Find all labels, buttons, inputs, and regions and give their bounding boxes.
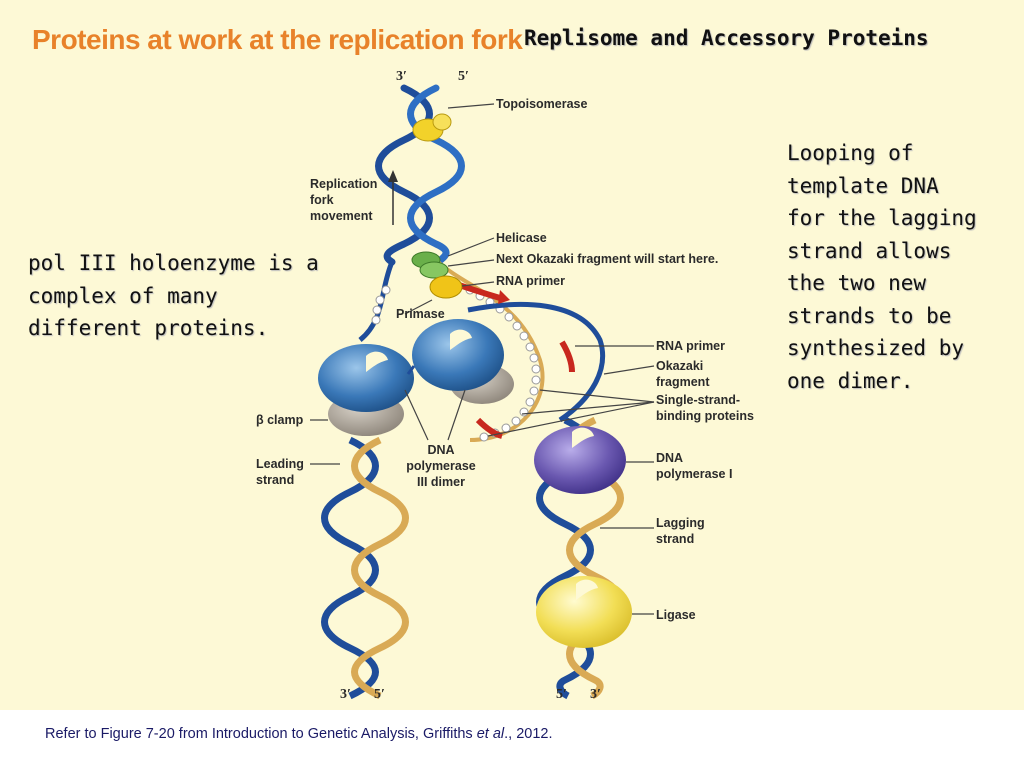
label-pol-i-1: DNA (656, 451, 683, 465)
primase (429, 275, 463, 299)
label-next-okazaki: Next Okazaki fragment will start here. (496, 252, 718, 266)
lagging-template-loop (436, 260, 545, 442)
note-line: different proteins. (28, 316, 269, 340)
note-line: synthesized by (787, 336, 965, 360)
label-lagging-2: strand (656, 532, 694, 546)
label-pol-i-2: polymerase I (656, 467, 732, 481)
footer-band (0, 710, 1024, 768)
leading-strand-duplex (321, 436, 409, 700)
helicase (411, 251, 449, 279)
label-pol-iii-1: DNA (427, 443, 454, 457)
label-ssb-1: Single-strand- (656, 393, 740, 407)
pol-iii-note: pol III holoenzyme is a complex of many … (28, 247, 348, 345)
label-pol-iii-2: polymerase (406, 459, 476, 473)
label-topoisomerase: Topoisomerase (496, 97, 588, 111)
end-bottom-left-b: 5′ (374, 687, 385, 702)
label-fork-movement-3: movement (310, 209, 373, 223)
label-primase: Primase (396, 307, 445, 321)
label-rna-primer-top: RNA primer (496, 274, 565, 288)
label-fork-movement-2: fork (310, 193, 334, 207)
end-bottom-right-a: 5′ (556, 687, 567, 702)
label-okazaki-1: Okazaki (656, 359, 703, 373)
dna-polymerase-i (534, 426, 626, 494)
note-line: complex of many (28, 283, 218, 308)
fork-movement-arrow (388, 170, 398, 225)
note-line: pol III holoenzyme is a (28, 251, 319, 275)
replication-fork-diagram: Topoisomerase Replication fork movement … (256, 69, 754, 702)
label-fork-movement-1: Replication (310, 177, 377, 191)
label-rna-primer-right: RNA primer (656, 339, 725, 353)
end-top-right: 5′ (458, 69, 469, 84)
citation-suffix: ., 2012. (504, 726, 553, 742)
note-line: the two new (787, 271, 927, 295)
label-beta-clamp: β clamp (256, 413, 304, 427)
end-bottom-right-b: 3′ (590, 687, 601, 702)
slide-title: Replisome and Accessory Proteins (524, 26, 929, 50)
label-lagging-1: Lagging (656, 516, 705, 530)
lagging-template-upper (467, 301, 606, 423)
citation-italic: et al (476, 726, 505, 742)
end-top-left: 3′ (396, 69, 407, 84)
end-bottom-left-a: 3′ (340, 687, 351, 702)
label-leading-1: Leading (256, 457, 304, 471)
dna-polymerase-iii-dimer (318, 319, 504, 412)
note-line: strand allows (787, 238, 952, 263)
topoisomerase (412, 113, 452, 142)
label-pol-iii-3: III dimer (417, 475, 465, 489)
looping-note: Looping of template DNA for the lagging … (787, 137, 1012, 397)
note-line: Looping of (787, 141, 914, 165)
leader-lines (310, 103, 655, 615)
label-helicase: Helicase (496, 231, 547, 245)
citation-prefix: Refer to Figure 7-20 from Introduction t… (45, 726, 477, 742)
label-okazaki-2: fragment (656, 375, 710, 389)
note-line: strands to be (787, 303, 952, 328)
ligase (536, 576, 632, 648)
citation-footer: Refer to Figure 7-20 from Introduction t… (45, 726, 553, 742)
note-line: template DNA (787, 173, 939, 198)
note-line: one dimer. (787, 368, 914, 393)
note-line: for the lagging (787, 206, 977, 230)
figure-title: Proteins at work at the replication fork (32, 24, 523, 55)
label-ligase: Ligase (656, 608, 696, 622)
label-leading-2: strand (256, 473, 294, 487)
label-ssb-2: binding proteins (656, 409, 754, 423)
